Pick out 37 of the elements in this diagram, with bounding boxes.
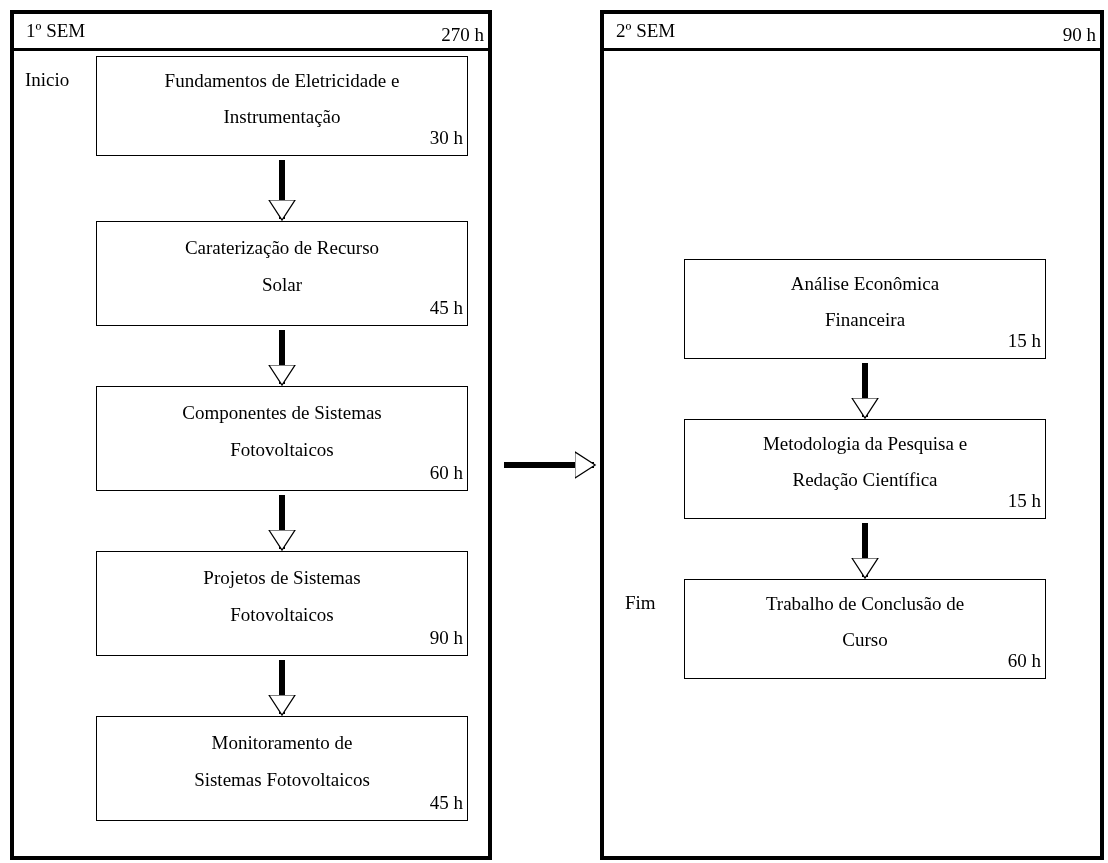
course-hours: 60 h xyxy=(1007,650,1041,672)
hollow-arrow xyxy=(851,523,879,579)
hollow-arrow xyxy=(268,330,296,386)
course-box xyxy=(96,716,468,821)
course-hours: 30 h xyxy=(429,127,463,149)
course-title: Fundamentos de Eletricidade e Instrumentação xyxy=(163,68,401,129)
course-hours: 90 h xyxy=(429,627,463,649)
course-title: Projetos de Sistemas Fotovoltaicos xyxy=(202,566,362,627)
course-title: Análise Econômica Financeira xyxy=(789,271,941,332)
hollow-arrow xyxy=(268,660,296,716)
course-box xyxy=(96,551,468,656)
course-title: Trabalho de Conclusão de Curso xyxy=(765,591,965,652)
course-box xyxy=(96,386,468,491)
course-box xyxy=(684,259,1046,359)
course-hours: 45 h xyxy=(429,297,463,319)
hollow-arrow xyxy=(504,451,596,479)
hollow-arrow xyxy=(268,160,296,221)
course-hours: 15 h xyxy=(1007,490,1041,512)
course-title: Componentes de Sistemas Fotovoltaicos xyxy=(182,401,382,462)
semester-hours: 90 h xyxy=(1062,24,1096,46)
course-title: Monitoramento de Sistemas Fotovoltaicos xyxy=(193,731,371,792)
semester-panel xyxy=(10,10,492,860)
course-box xyxy=(96,221,468,326)
hollow-arrow xyxy=(268,495,296,551)
course-box xyxy=(684,419,1046,519)
course-hours: 60 h xyxy=(429,462,463,484)
semester-title: 2º SEM xyxy=(616,20,676,42)
course-title: Caraterização de Recurso Solar xyxy=(183,236,381,297)
course-hours: 45 h xyxy=(429,792,463,814)
course-hours: 15 h xyxy=(1007,330,1041,352)
stage-label: Inicio xyxy=(25,69,70,91)
course-title: Metodologia da Pesquisa e Redação Científica xyxy=(761,431,969,492)
semester-panel xyxy=(600,10,1104,860)
semester-hours: 270 h xyxy=(441,24,484,46)
hollow-arrow xyxy=(851,363,879,419)
stage-label: Fim xyxy=(625,592,656,614)
semester-title: 1º SEM xyxy=(26,20,86,42)
